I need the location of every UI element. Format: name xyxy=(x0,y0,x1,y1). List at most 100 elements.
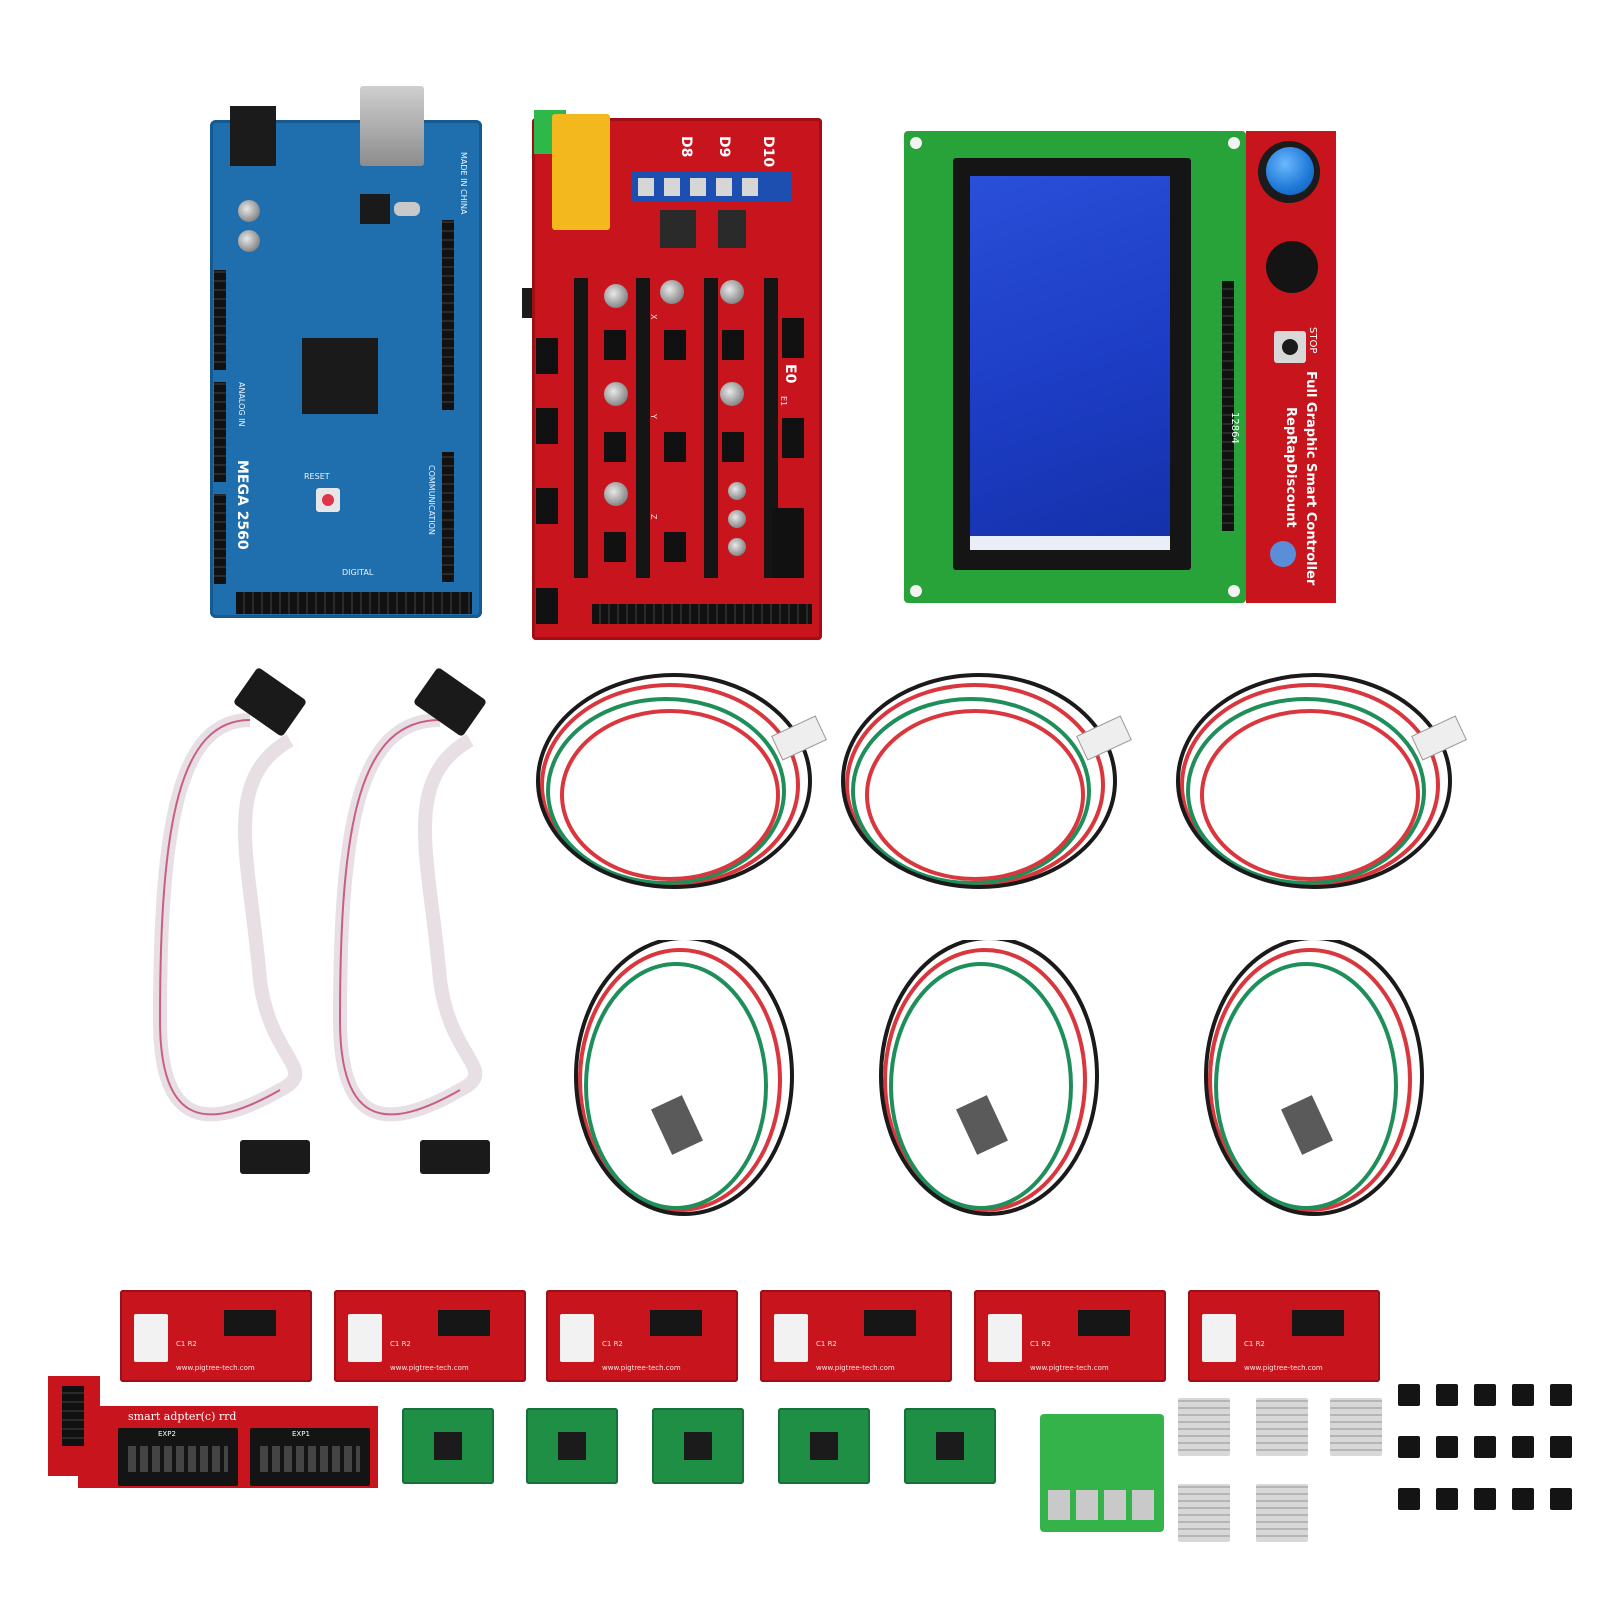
endstop-board-4: C1 R2 www.pigtree-tech.com xyxy=(760,1290,952,1382)
capacitor xyxy=(728,510,746,528)
microswitch[interactable] xyxy=(438,1310,490,1336)
reset-button[interactable] xyxy=(316,488,340,512)
stop-button-cap xyxy=(1282,339,1298,355)
lcd-control-pcb: Full Graphic Smart Controller RepRapDisc… xyxy=(1246,131,1336,603)
encoder-knob[interactable] xyxy=(1266,147,1314,195)
servo-header xyxy=(536,408,558,444)
jumper-cap xyxy=(1512,1488,1534,1510)
endstop-connector xyxy=(988,1314,1022,1362)
power-terminal-block xyxy=(1040,1414,1164,1532)
microswitch[interactable] xyxy=(650,1310,702,1336)
lcd-pin-header xyxy=(1222,281,1234,531)
lcd-stop-label: STOP xyxy=(1307,327,1318,354)
motor-cables-top xyxy=(536,673,1467,889)
endstop-r2-label: C1 R2 xyxy=(1244,1340,1265,1348)
endstop-cables xyxy=(574,940,1424,1216)
microswitch[interactable] xyxy=(224,1310,276,1336)
endstop-board-5: C1 R2 www.pigtree-tech.com xyxy=(974,1290,1166,1382)
buzzer xyxy=(1266,241,1318,293)
jumper-header xyxy=(664,532,686,562)
ramps-y-label: Y xyxy=(649,414,658,419)
stepper-driver-2 xyxy=(526,1408,618,1484)
atmega-chip xyxy=(302,338,378,414)
stepper-driver-5 xyxy=(904,1408,996,1484)
motor-cable-1 xyxy=(536,673,827,889)
mega-reset-label: RESET xyxy=(304,472,330,481)
smart-adapter: smart adpter(c) rrd EXP2 EXP1 xyxy=(48,1376,378,1488)
jumper-cap xyxy=(1398,1436,1420,1458)
jumper-header xyxy=(722,330,744,360)
exp2-connector xyxy=(118,1428,238,1486)
endstop-connector xyxy=(774,1314,808,1362)
ramps-d8-label: D8 xyxy=(678,136,694,158)
jumper-cap xyxy=(1512,1384,1534,1406)
jumper-cap xyxy=(1550,1488,1572,1510)
ramps-d10-label: D10 xyxy=(760,136,776,168)
endstop-board-3: C1 R2 www.pigtree-tech.com xyxy=(546,1290,738,1382)
endstop-connector xyxy=(1202,1314,1236,1362)
mega-model-label: MEGA 2560 xyxy=(234,460,250,550)
endstop-cable-3 xyxy=(1204,940,1424,1216)
crystal xyxy=(394,202,420,216)
ribbon-connector xyxy=(414,668,486,736)
aux-header-3 xyxy=(772,508,804,578)
driver-chip xyxy=(810,1432,838,1460)
screw-terminal xyxy=(632,172,792,202)
endstop-board-6: C1 R2 www.pigtree-tech.com xyxy=(1188,1290,1380,1382)
endstop-connector xyxy=(348,1314,382,1362)
stepper-driver-1 xyxy=(402,1408,494,1484)
mount-hole xyxy=(1228,137,1240,149)
polyfuse xyxy=(552,114,610,230)
lcd-screen xyxy=(970,176,1170,550)
jumper-caps xyxy=(1398,1384,1588,1534)
heatsink-2 xyxy=(1256,1398,1308,1456)
jumper-cap xyxy=(1436,1488,1458,1510)
mega-communication-label: COMMUNICATION xyxy=(427,465,436,535)
endstop-cable-1 xyxy=(574,940,794,1216)
arduino-mega-board: MEGA 2560 DIGITAL ANALOG IN COMMUNICATIO… xyxy=(210,86,482,618)
stop-button[interactable] xyxy=(1274,331,1306,363)
exp1-connector xyxy=(250,1428,370,1486)
ribbon-cable-2 xyxy=(332,713,483,1122)
ramps-x-label: X xyxy=(649,314,658,320)
digital-header-bottom xyxy=(236,592,472,614)
microswitch[interactable] xyxy=(1292,1310,1344,1336)
ribbon-cables xyxy=(152,668,490,1174)
capacitor xyxy=(238,200,260,222)
driver-socket-col-1 xyxy=(574,278,588,578)
ramps-e1-label: E1 xyxy=(779,396,788,407)
microswitch[interactable] xyxy=(1078,1310,1130,1336)
stepper-driver-3 xyxy=(652,1408,744,1484)
aux-header-2 xyxy=(536,588,558,624)
mosfet-2 xyxy=(718,210,746,248)
driver-socket-col-3 xyxy=(704,278,718,578)
capacitor xyxy=(660,280,684,304)
jumper-header xyxy=(604,432,626,462)
analog-header xyxy=(214,382,226,482)
capacitor xyxy=(604,382,628,406)
driver-chip xyxy=(936,1432,964,1460)
digital-header xyxy=(442,220,454,410)
ribbon-cable-1 xyxy=(152,713,303,1122)
endstop-connector xyxy=(560,1314,594,1362)
jumper-cap xyxy=(1436,1384,1458,1406)
jumper-cap xyxy=(1474,1436,1496,1458)
driver-chip xyxy=(434,1432,462,1460)
microswitch[interactable] xyxy=(864,1310,916,1336)
exp1-pins xyxy=(260,1446,360,1472)
mount-hole xyxy=(1228,585,1240,597)
dc-jack xyxy=(230,106,276,166)
endstop-r2-label: C1 R2 xyxy=(816,1340,837,1348)
trimmer-pot[interactable] xyxy=(1270,541,1296,567)
endstop-website-label: www.pigtree-tech.com xyxy=(176,1364,255,1372)
jumper-cap xyxy=(1512,1436,1534,1458)
usb-chip xyxy=(360,194,390,224)
communication-header xyxy=(442,452,454,582)
ramps-shield: D8 D9 D10 X Y Z E0 E1 xyxy=(522,110,822,640)
mega-digital-label: DIGITAL xyxy=(342,568,374,577)
driver-chip xyxy=(684,1432,712,1460)
reset-switch[interactable] xyxy=(522,288,532,318)
endstop-r2-label: C1 R2 xyxy=(176,1340,197,1348)
jumper-cap xyxy=(1436,1436,1458,1458)
reset-button-cap xyxy=(322,494,334,506)
